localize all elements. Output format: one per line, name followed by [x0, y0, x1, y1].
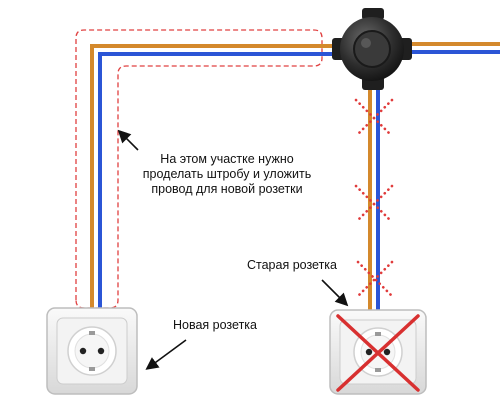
cut-channel-note: На этом участке нужно проделать штробу и… — [142, 152, 312, 196]
junction-box-icon — [332, 8, 412, 90]
remove-socket-cross — [336, 314, 420, 392]
old-socket-label: Старая розетка — [246, 258, 338, 272]
arrow-icon — [145, 339, 187, 370]
arrow-icon — [117, 129, 139, 151]
cross-mark-icon — [354, 98, 394, 298]
arrow-icon — [321, 279, 349, 307]
new-brown-wire — [90, 44, 345, 320]
new-socket-label: Новая розетка — [173, 318, 257, 332]
channel-outline — [75, 29, 323, 309]
socket-icon — [46, 307, 138, 395]
new-blue-wire — [98, 52, 345, 320]
